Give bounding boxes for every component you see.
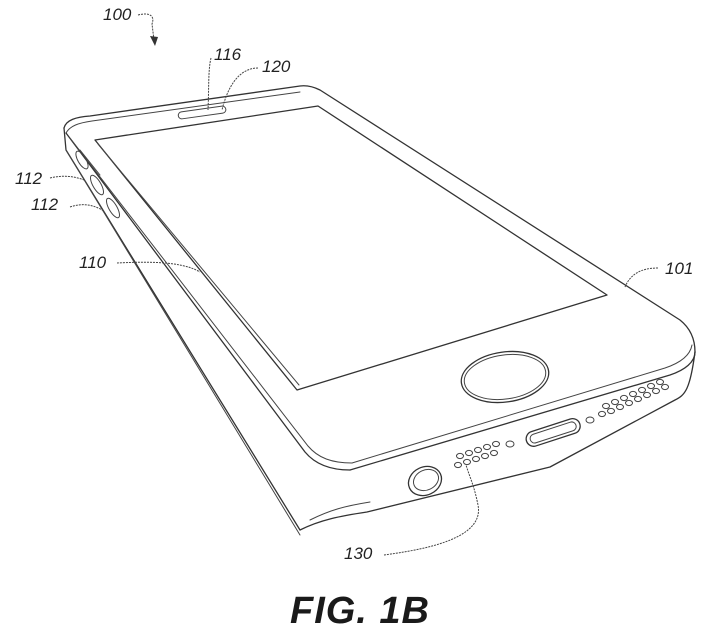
ref-label-100: 100	[103, 5, 132, 24]
side-button-top	[75, 150, 89, 170]
arrow-100-icon	[137, 13, 158, 46]
lightning-port	[525, 417, 581, 447]
figure-caption: FIG. 1B	[289, 590, 431, 632]
speaker-slot	[177, 105, 227, 120]
ref-label-116: 116	[214, 45, 242, 64]
ref-label-120: 120	[262, 57, 291, 76]
home-button	[460, 350, 550, 404]
side-button-lower	[106, 197, 120, 219]
ref-label-112-upper: 112	[15, 169, 43, 188]
display	[94, 105, 608, 391]
ref-label-130: 130	[344, 544, 373, 563]
housing	[63, 85, 696, 536]
ref-label-110: 110	[79, 253, 107, 272]
side-buttons	[75, 150, 120, 219]
ref-label-101: 101	[665, 259, 694, 278]
ref-label-112-lower: 112	[31, 195, 59, 214]
leader-lines	[49, 57, 659, 556]
speaker-grille-right	[585, 378, 669, 424]
speaker-grille-left	[454, 440, 515, 469]
headphone-jack	[407, 465, 443, 497]
side-button-upper	[90, 174, 104, 196]
